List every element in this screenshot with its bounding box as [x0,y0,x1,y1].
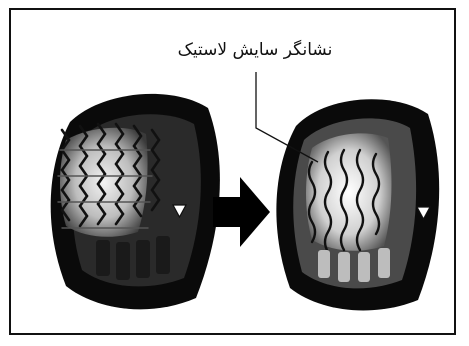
new-tire [51,94,220,309]
right-arrow-icon [213,177,270,247]
worn-tire [276,99,439,310]
worn-tire-tread-highlight [306,133,391,250]
